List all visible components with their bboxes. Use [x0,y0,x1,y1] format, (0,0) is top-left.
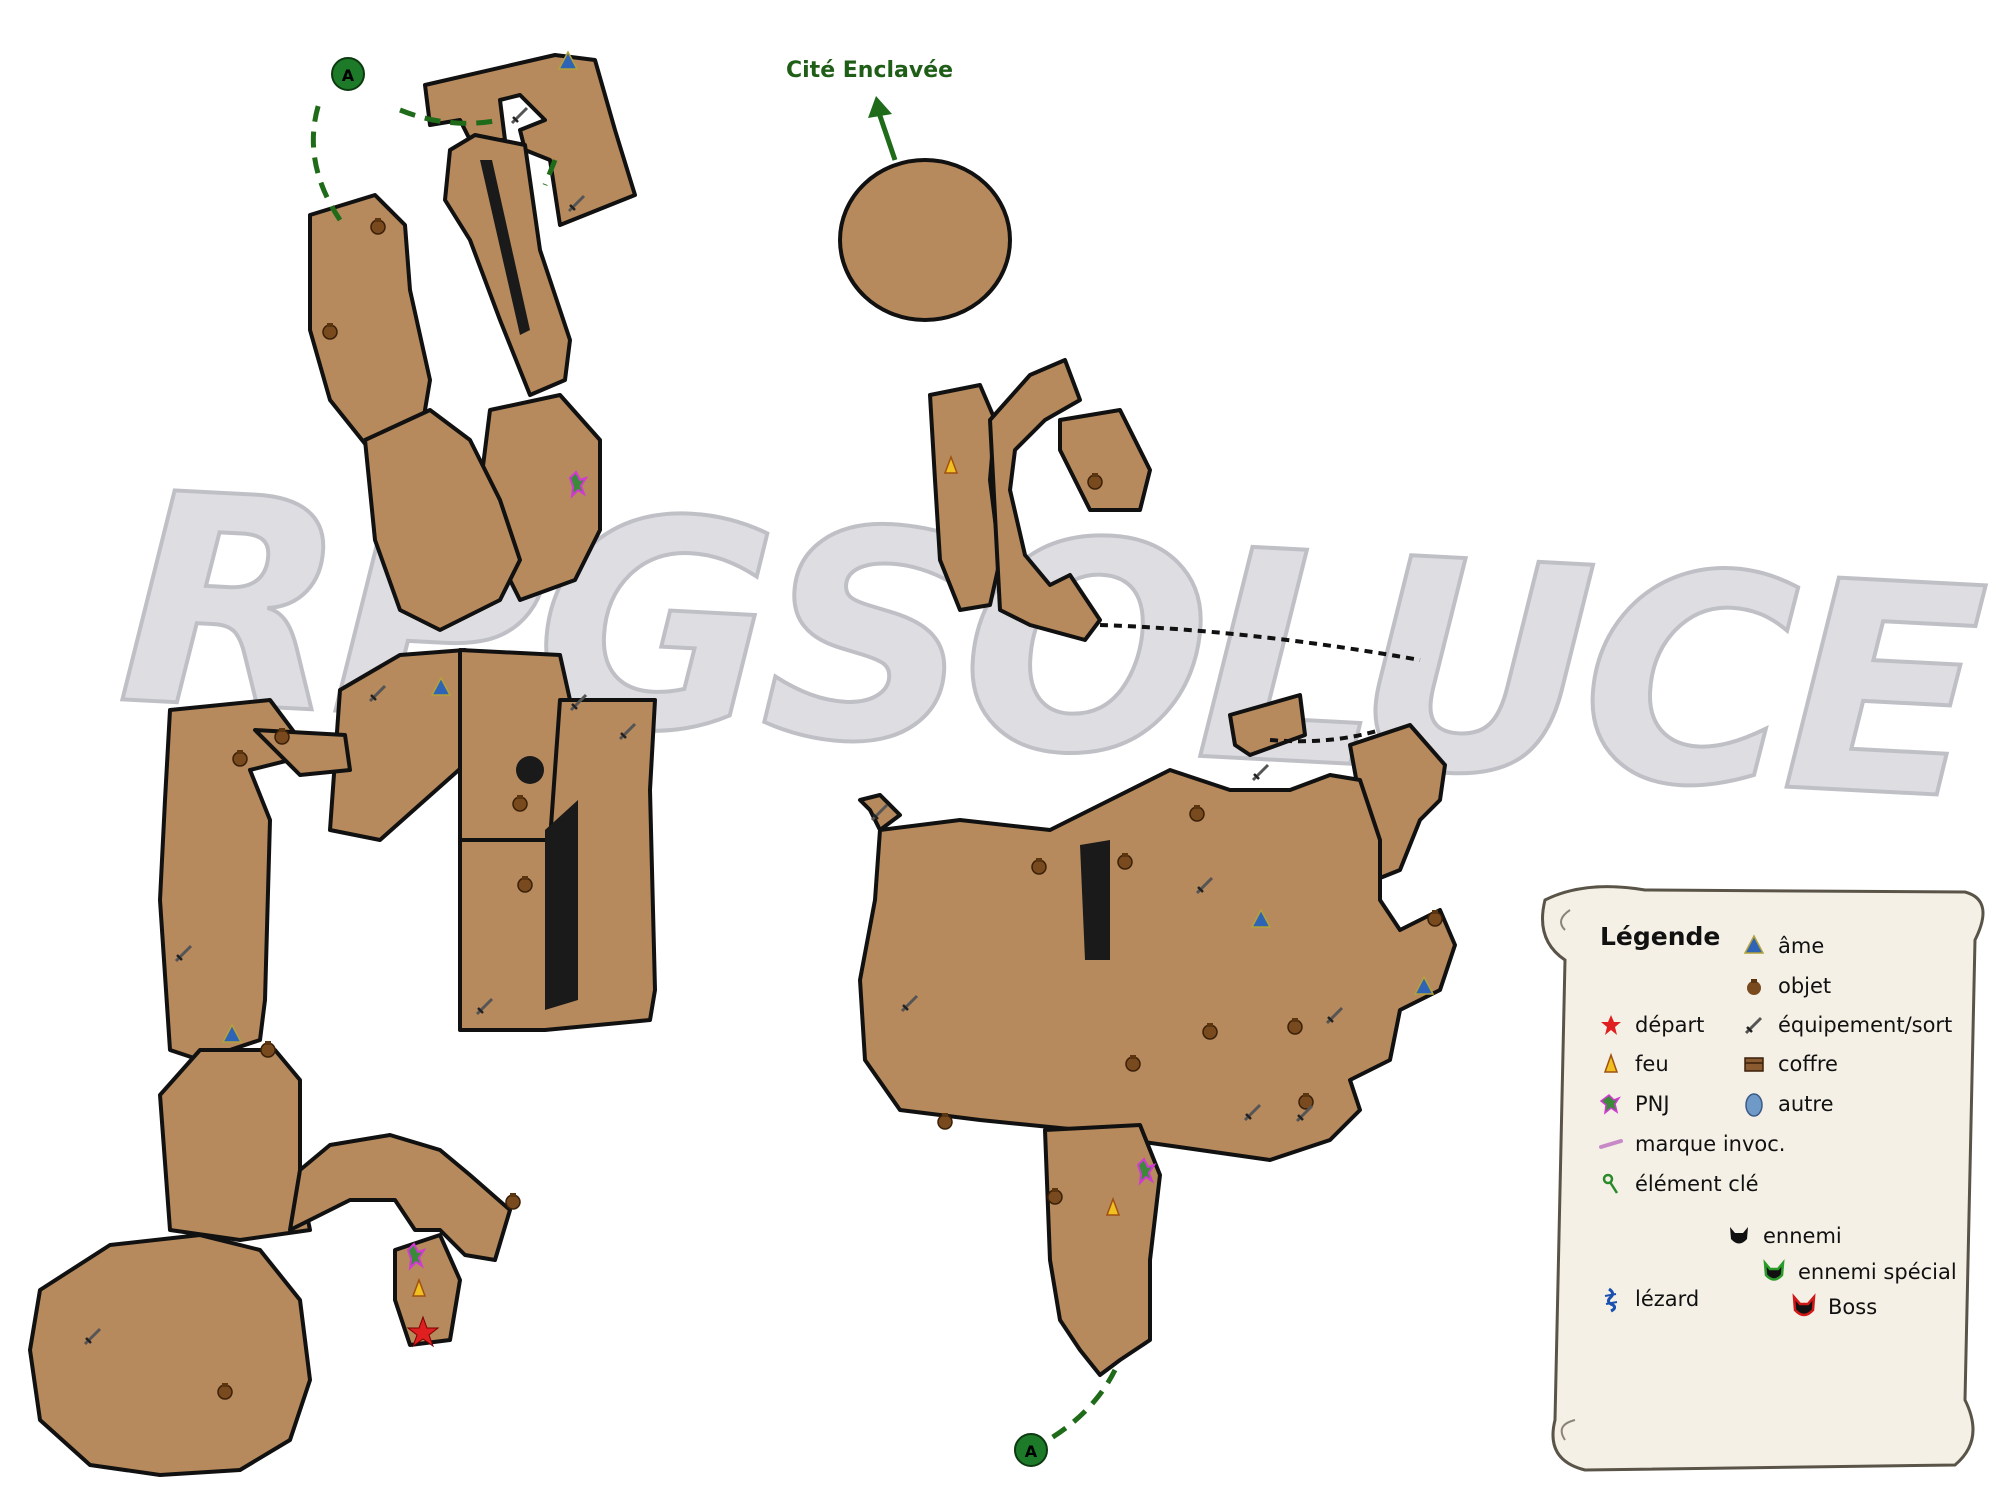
summon-mark-icon [1597,1130,1625,1158]
room-north-corridor [988,358,1102,642]
legend-item-start: départ [1597,1011,1704,1039]
left-dungeon [28,53,657,1477]
exit-arrowhead [868,96,892,118]
exit-label-cite-enclavee[interactable]: Cité Enclavée [786,58,954,83]
dashed-path-right [1099,623,1421,662]
room-mid-left [363,408,522,632]
right-dungeon [838,158,1457,1377]
map-icons [83,51,1443,1400]
room-northeast-small [1058,408,1152,512]
legend-item-other: autre [1740,1090,1834,1118]
legend-scroll [1541,885,1985,1472]
boss-icon [1790,1293,1818,1321]
room-nw-top [423,53,637,227]
sword-icon [1740,1011,1768,1039]
npc-icon [1597,1090,1625,1118]
legend-item-summon-mark: marque invoc. [1597,1130,1785,1158]
svg-text:A: A [342,66,355,85]
chest-icon [1740,1050,1768,1078]
legend-item-soul: âme [1740,932,1824,960]
lizard-icon [1597,1285,1625,1313]
other-blob-icon [1740,1090,1768,1118]
room-bonfire-north [928,383,1002,612]
room-upper-left [308,193,432,452]
svg-text:A: A [1025,1442,1038,1461]
soul-icon [1740,932,1768,960]
room-main-cavern [858,768,1457,1162]
legend-item-npc: PNJ [1597,1090,1670,1118]
room-southwest-big [28,1233,312,1477]
item-bag-icon [1740,972,1768,1000]
room-south-arc [288,1133,512,1262]
legend-title: Légende [1600,922,1721,951]
key-item-icon [1597,1170,1625,1198]
legend-item-enemy: ennemi [1725,1222,1842,1250]
legend-item-special-enemy: ennemi spécial [1760,1258,1957,1286]
legend-item-boss: Boss [1790,1293,1877,1321]
dashed-path-right-2 [1269,728,1381,744]
room-exit-circle [838,158,1012,322]
room-southwest-tower [158,1048,312,1242]
marker-a-left[interactable]: A [331,57,365,91]
legend-item-bonfire: feu [1597,1050,1669,1078]
bonfire-icon [1597,1050,1625,1078]
room-south-tower [1043,1123,1162,1377]
legend-item-key-item: élément clé [1597,1170,1759,1198]
legend-item-object: objet [1740,972,1831,1000]
legend-item-equipment: équipement/sort [1740,1011,1952,1039]
marker-a-right[interactable]: A [1014,1433,1048,1467]
legend-item-lizard: lézard [1597,1285,1699,1313]
dark-passages-right [1080,840,1110,960]
legend-item-chest: coffre [1740,1050,1838,1078]
enemy-icon [1725,1222,1753,1250]
start-star-icon [1597,1011,1625,1039]
dark-passages [480,160,578,1010]
special-enemy-icon [1760,1258,1788,1286]
